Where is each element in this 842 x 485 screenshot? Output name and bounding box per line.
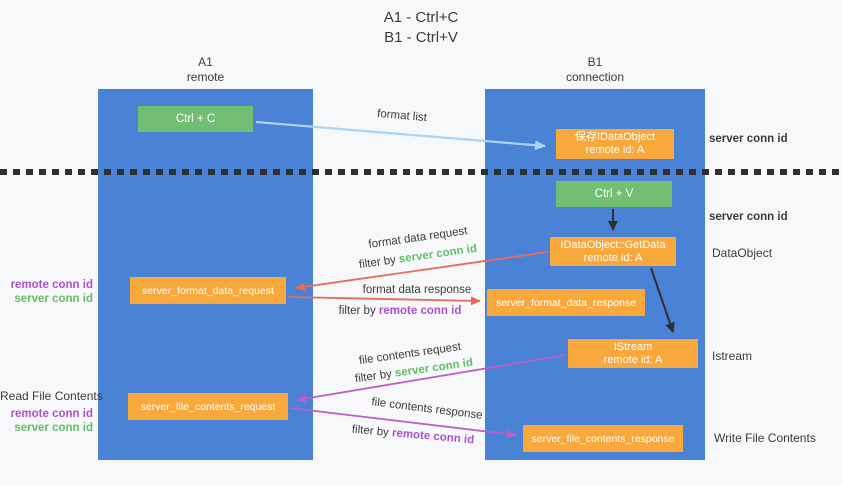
right-lane-subtitle: connection [565, 70, 625, 84]
title-line-2: B1 - Ctrl+V [384, 29, 458, 46]
node-server-file-contents-request-label: server_file_contents_request [140, 400, 276, 413]
label-filter-by-2: filter by [338, 305, 376, 317]
label-remote-conn-id-filter-2: remote conn id [391, 427, 475, 447]
right-lane-name: B1 [587, 55, 603, 69]
annotation-write-file-contents: Write File Contents [714, 431, 816, 445]
node-server-file-contents-request: server_file_contents_request [128, 393, 288, 420]
node-ctrl-c: Ctrl + C [138, 106, 253, 132]
label-format-list: format list [376, 107, 428, 125]
node-istream: IStream remote id: A [568, 339, 698, 368]
label-filter-by-4: filter by [351, 423, 390, 439]
node-server-format-data-response-label: server_format_data_response [495, 296, 637, 309]
label-filter-by-remote-conn-id-2: filter by remote conn id [348, 423, 479, 447]
annotation-remote-conn-id-2: remote conn id [10, 408, 93, 420]
annotation-istream: Istream [712, 349, 753, 363]
label-filter-by-3: filter by [354, 368, 393, 386]
annotation-server-conn-id-top: server conn id [709, 133, 788, 145]
node-server-file-contents-response-label: server_file_contents_response [531, 432, 675, 445]
node-idataobject-getdata-line1: IDataObject::GetData [560, 238, 666, 251]
arrow-format-data-response [287, 296, 481, 306]
node-ctrl-v-label: Ctrl + V [594, 188, 634, 200]
annotation-server-conn-id-2: server conn id [14, 422, 93, 434]
left-lane-name: A1 [198, 55, 213, 69]
node-save-idataobject-line1: 保存IDataObject [574, 131, 656, 143]
annotation-conn-ids-format: remote conn id server conn id [0, 278, 93, 306]
node-istream-line1: IStream [613, 340, 653, 353]
node-server-format-data-request: server_format_data_request [130, 277, 286, 304]
label-filter-by-1: filter by [358, 254, 397, 272]
node-server-format-data-request-label: server_format_data_request [142, 284, 274, 297]
node-idataobject-getdata-line2: remote id: A [583, 251, 643, 264]
node-ctrl-c-label: Ctrl + C [175, 113, 216, 125]
title-line-1: A1 - Ctrl+C [383, 9, 459, 26]
left-lane-header: A1 remote [98, 55, 313, 85]
label-remote-conn-id-filter-1: remote conn id [378, 305, 462, 317]
label-server-conn-id-filter-1: server conn id [398, 242, 478, 266]
label-file-contents-response: file contents response [370, 396, 484, 422]
right-lane-header: B1 connection [485, 55, 705, 85]
diagram-title: A1 - Ctrl+C B1 - Ctrl+V [0, 8, 842, 48]
node-server-format-data-response: server_format_data_response [487, 289, 645, 316]
annotation-server-conn-id-mid: server conn id [709, 211, 788, 223]
annotation-read-file-contents: Read File Contents [0, 389, 103, 403]
node-save-idataobject: 保存IDataObject remote id: A [556, 129, 674, 159]
left-lane-subtitle: remote [186, 70, 225, 84]
annotation-read-file-contents-block: Read File Contents remote conn id server… [0, 389, 103, 435]
node-server-file-contents-response: server_file_contents_response [523, 425, 683, 452]
node-istream-line2: remote id: A [603, 353, 663, 366]
annotation-server-conn-id-1: server conn id [14, 293, 93, 305]
annotation-remote-conn-id-1: remote conn id [10, 279, 93, 291]
annotation-dataobject: DataObject [712, 246, 773, 260]
phase-divider-dashed-line [0, 169, 842, 175]
node-ctrl-v: Ctrl + V [556, 181, 672, 207]
node-idataobject-getdata: IDataObject::GetData remote id: A [550, 237, 676, 266]
label-filter-by-remote-conn-id-1: filter by remote conn id [335, 305, 465, 317]
label-format-data-response: format data response [362, 284, 472, 296]
node-save-idataobject-line2: remote id: A [585, 144, 645, 156]
